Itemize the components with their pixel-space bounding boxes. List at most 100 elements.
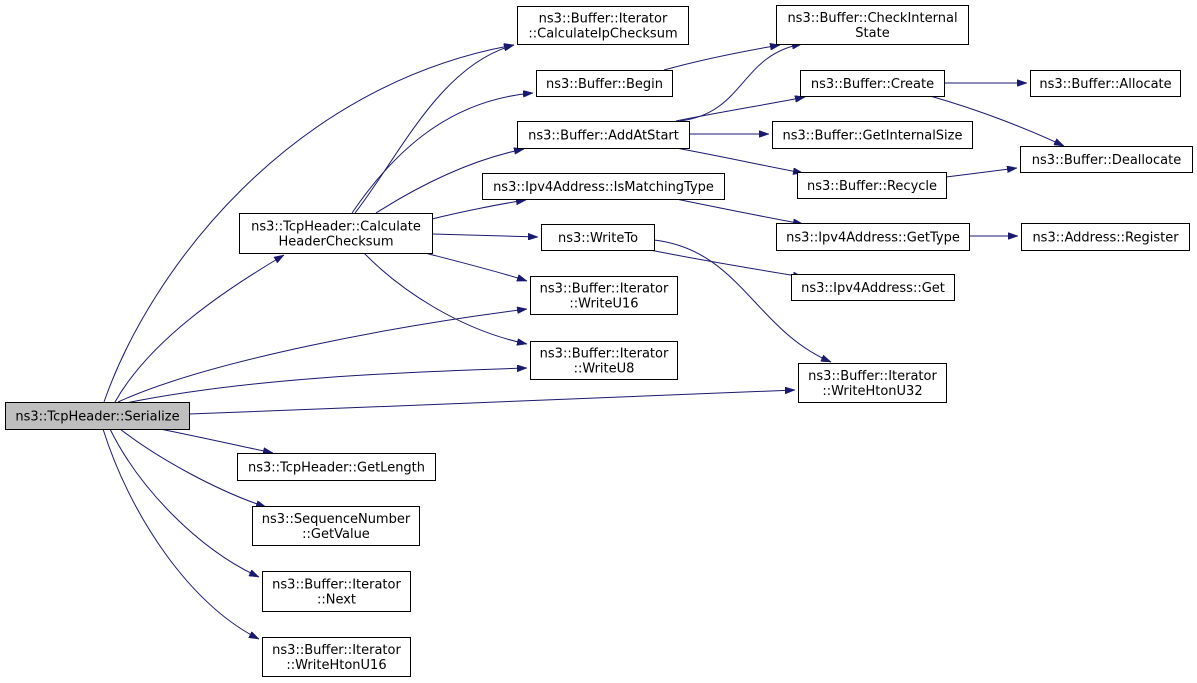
node-iterator-next[interactable]: ns3::Buffer::Iterator ::Next bbox=[262, 571, 411, 612]
node-label: ::WriteU16 bbox=[569, 297, 638, 312]
node-box bbox=[5, 402, 190, 430]
edge-buffer-recycle-to-buffer-deallocate bbox=[945, 168, 1017, 178]
call-edges bbox=[102, 44, 1064, 640]
edge-tcpheader-serialize-to-iterator-write-u16 bbox=[117, 309, 527, 403]
node-label: ns3::Buffer::Iterator bbox=[808, 369, 937, 384]
node-buffer-begin[interactable]: ns3::Buffer::Begin bbox=[536, 70, 673, 97]
node-box bbox=[262, 637, 411, 677]
node-label: ns3::Buffer::CheckInternal bbox=[787, 11, 957, 26]
node-label: ns3::WriteTo bbox=[558, 231, 638, 246]
node-buffer-deallocate[interactable]: ns3::Buffer::Deallocate bbox=[1020, 146, 1193, 173]
edge-tcpheader-serialize-to-tcpheader-calculate-header-checksum bbox=[114, 254, 284, 403]
node-label: ns3::TcpHeader::Serialize bbox=[15, 410, 179, 425]
node-sequencenumber-get-value[interactable]: ns3::SequenceNumber ::GetValue bbox=[252, 506, 420, 546]
edge-tcpheader-calculate-header-checksum-to-iterator-write-u8 bbox=[363, 252, 527, 344]
edge-tcpheader-calculate-header-checksum-to-buffer-add-at-start bbox=[375, 149, 524, 214]
edge-buffer-create-to-buffer-deallocate bbox=[929, 95, 1064, 147]
node-label: ::GetValue bbox=[302, 527, 370, 542]
node-buffer-recycle[interactable]: ns3::Buffer::Recycle bbox=[797, 172, 947, 199]
edge-buffer-add-at-start-to-buffer-create bbox=[675, 97, 805, 122]
node-box bbox=[530, 276, 678, 315]
node-label: ns3::Buffer::GetInternalSize bbox=[783, 129, 963, 144]
node-box bbox=[541, 224, 655, 251]
node-box bbox=[252, 506, 420, 546]
node-box bbox=[1020, 146, 1193, 173]
edge-tcpheader-serialize-to-sequencenumber-get-value bbox=[119, 428, 266, 507]
node-box bbox=[791, 274, 955, 301]
node-label: ns3::Address::Register bbox=[1032, 231, 1179, 246]
call-nodes: ns3::TcpHeader::Serialize ns3::TcpHeader… bbox=[5, 5, 1193, 677]
edge-tcpheader-calculate-header-checksum-to-iterator-calculate-ip-checksum bbox=[354, 45, 514, 214]
node-iterator-write-u16[interactable]: ns3::Buffer::Iterator ::WriteU16 bbox=[530, 276, 678, 315]
node-label: ::Next bbox=[317, 593, 356, 608]
node-label: ::CalculateIpChecksum bbox=[528, 27, 677, 42]
node-label: ns3::Buffer::Allocate bbox=[1039, 77, 1171, 92]
node-buffer-allocate[interactable]: ns3::Buffer::Allocate bbox=[1030, 70, 1181, 97]
node-iterator-calculate-ip-checksum[interactable]: ns3::Buffer::Iterator ::CalculateIpCheck… bbox=[517, 6, 689, 45]
node-box bbox=[798, 363, 947, 403]
node-tcpheader-calculate-header-checksum[interactable]: ns3::TcpHeader::Calculate HeaderChecksum bbox=[239, 213, 433, 254]
edge-buffer-begin-to-buffer-check-internal-state bbox=[663, 45, 780, 71]
node-box bbox=[239, 213, 433, 254]
node-buffer-check-internal-state[interactable]: ns3::Buffer::CheckInternal State bbox=[776, 5, 969, 45]
node-label: ns3::Buffer::Iterator bbox=[272, 643, 401, 658]
node-ipv4address-get[interactable]: ns3::Ipv4Address::Get bbox=[791, 274, 955, 301]
node-write-to[interactable]: ns3::WriteTo bbox=[541, 224, 655, 251]
node-label: ns3::Buffer::Recycle bbox=[807, 179, 937, 194]
node-label: ::WriteU8 bbox=[574, 362, 635, 377]
node-label: ns3::TcpHeader::Calculate bbox=[251, 220, 421, 235]
node-iterator-write-hton-u16[interactable]: ns3::Buffer::Iterator ::WriteHtonU16 bbox=[262, 637, 411, 677]
node-ipv4address-get-type[interactable]: ns3::Ipv4Address::GetType bbox=[776, 223, 970, 251]
node-label: ns3::Buffer::AddAtStart bbox=[528, 129, 679, 144]
node-label: ns3::SequenceNumber bbox=[262, 512, 411, 527]
edge-tcpheader-serialize-to-iterator-calculate-ip-checksum bbox=[103, 45, 514, 403]
edge-tcpheader-calculate-header-checksum-to-buffer-begin bbox=[351, 93, 533, 214]
edge-buffer-add-at-start-to-buffer-recycle bbox=[675, 147, 803, 173]
edge-ipv4address-is-matching-type-to-ipv4address-get-type bbox=[675, 198, 803, 224]
node-box bbox=[1030, 70, 1181, 97]
node-box bbox=[1021, 223, 1190, 251]
edge-tcpheader-calculate-header-checksum-to-iterator-write-u16 bbox=[424, 252, 527, 282]
edge-tcpheader-serialize-to-iterator-write-u8 bbox=[125, 368, 527, 404]
node-label: ns3::Buffer::Iterator bbox=[272, 578, 401, 593]
node-box bbox=[776, 5, 969, 45]
node-label: ns3::TcpHeader::GetLength bbox=[248, 461, 425, 476]
edge-write-to-to-iterator-write-hton-u32 bbox=[653, 239, 831, 363]
node-buffer-get-internal-size[interactable]: ns3::Buffer::GetInternalSize bbox=[772, 121, 973, 149]
edge-tcpheader-calculate-header-checksum-to-write-to bbox=[431, 234, 538, 237]
node-label: HeaderChecksum bbox=[278, 235, 393, 250]
node-box bbox=[800, 70, 945, 97]
node-box bbox=[772, 121, 973, 149]
node-label: ns3::Ipv4Address::IsMatchingType bbox=[493, 180, 714, 195]
edge-buffer-add-at-start-to-buffer-check-internal-state bbox=[679, 44, 802, 122]
node-label: ns3::Buffer::Create bbox=[811, 77, 934, 92]
node-buffer-create[interactable]: ns3::Buffer::Create bbox=[800, 70, 945, 97]
edge-tcpheader-serialize-to-tcpheader-get-length bbox=[159, 428, 273, 453]
node-label: ns3::Ipv4Address::Get bbox=[801, 281, 945, 296]
node-iterator-write-hton-u32[interactable]: ns3::Buffer::Iterator ::WriteHtonU32 bbox=[798, 363, 947, 403]
node-label: ::WriteHtonU16 bbox=[286, 658, 386, 673]
node-box bbox=[517, 121, 690, 149]
node-iterator-write-u8[interactable]: ns3::Buffer::Iterator ::WriteU8 bbox=[530, 341, 678, 380]
node-label: ::WriteHtonU32 bbox=[822, 384, 922, 399]
edge-tcpheader-serialize-to-iterator-next bbox=[109, 428, 259, 578]
node-box bbox=[536, 70, 673, 97]
node-label: ns3::Buffer::Deallocate bbox=[1032, 153, 1181, 168]
node-box bbox=[262, 571, 411, 612]
edge-tcpheader-calculate-header-checksum-to-ipv4address-is-matching-type bbox=[431, 200, 526, 220]
node-box bbox=[776, 223, 970, 251]
node-buffer-add-at-start[interactable]: ns3::Buffer::AddAtStart bbox=[517, 121, 690, 149]
node-label: ns3::Ipv4Address::GetType bbox=[786, 231, 960, 246]
node-address-register[interactable]: ns3::Address::Register bbox=[1021, 223, 1190, 251]
node-tcpheader-get-length[interactable]: ns3::TcpHeader::GetLength bbox=[237, 453, 436, 481]
node-box bbox=[482, 173, 725, 200]
node-box bbox=[530, 341, 678, 380]
edge-tcpheader-serialize-to-iterator-write-hton-u16 bbox=[102, 428, 259, 640]
node-label: ns3::Buffer::Iterator bbox=[540, 347, 669, 362]
edge-write-to-to-ipv4address-get bbox=[649, 249, 803, 277]
node-label: ns3::Buffer::Iterator bbox=[540, 282, 669, 297]
node-label: ns3::Buffer::Begin bbox=[546, 77, 663, 92]
node-box bbox=[797, 172, 947, 199]
node-ipv4address-is-matching-type[interactable]: ns3::Ipv4Address::IsMatchingType bbox=[482, 173, 725, 200]
